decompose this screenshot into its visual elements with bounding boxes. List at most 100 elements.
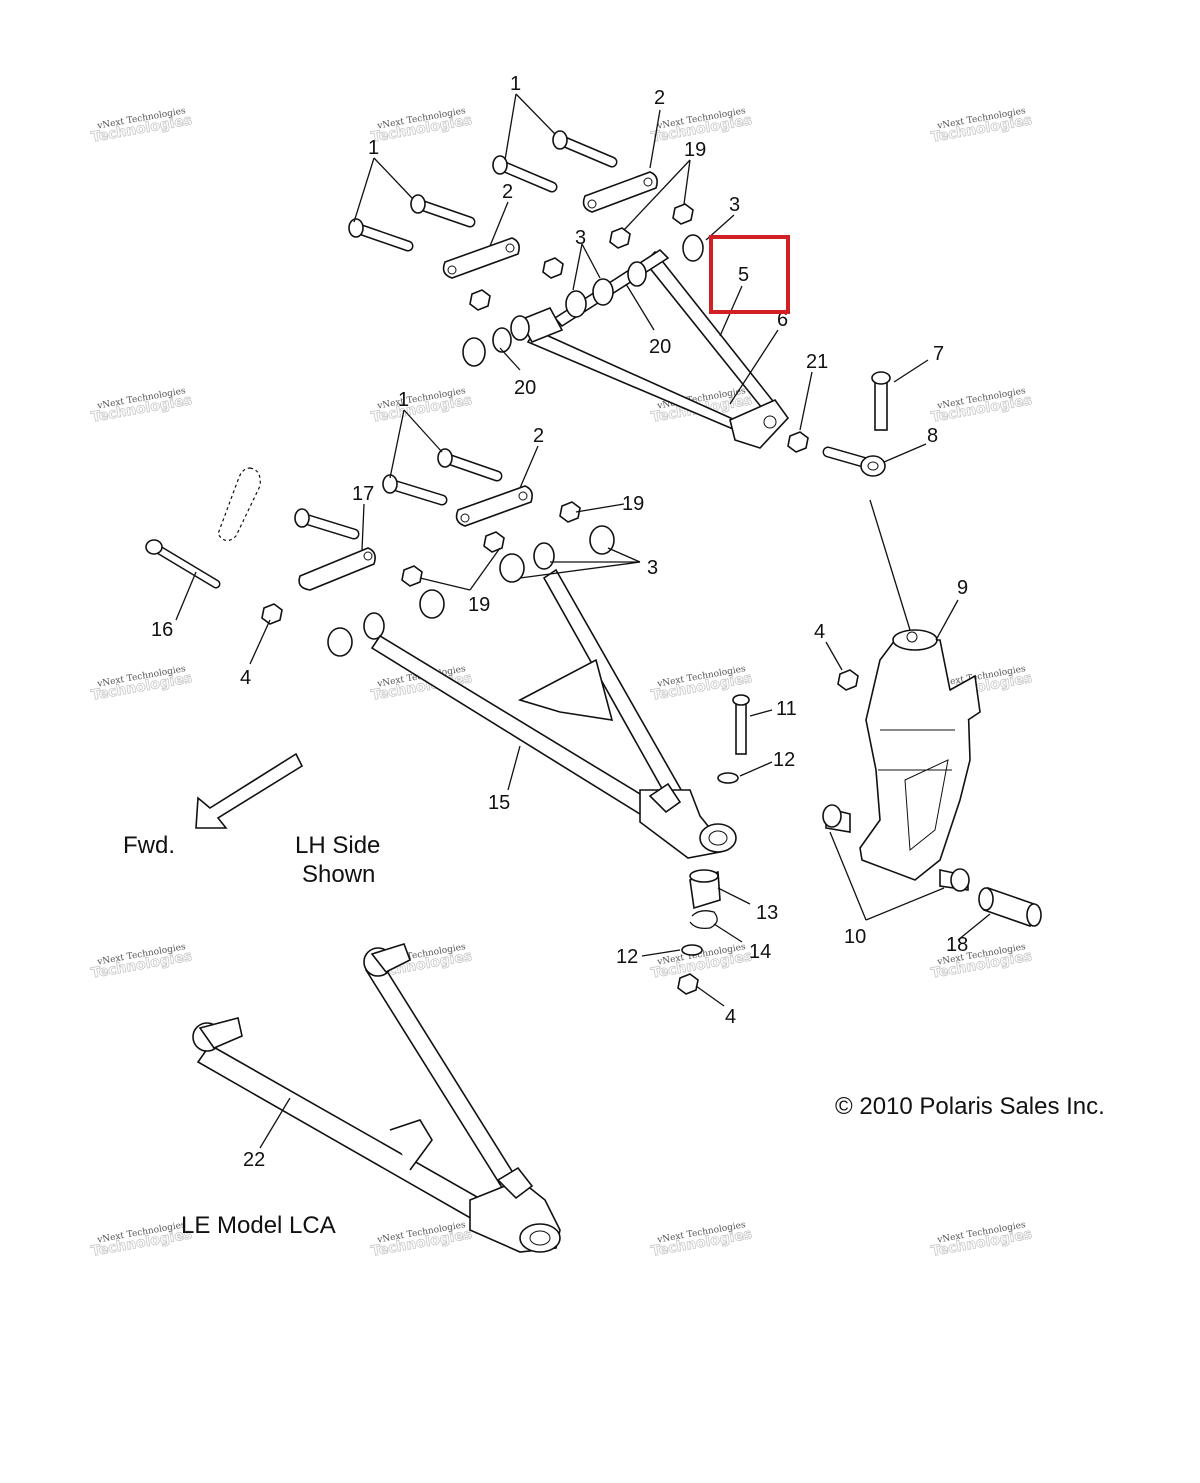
callout-8: 8 bbox=[927, 425, 938, 447]
callout-1c: 1 bbox=[398, 389, 409, 411]
upper-control-arm-group bbox=[348, 130, 809, 453]
bolt-part-1a bbox=[552, 130, 618, 168]
callout-4a: 4 bbox=[240, 667, 251, 689]
callout-1b: 1 bbox=[368, 137, 379, 159]
plate-part-2b bbox=[442, 237, 520, 279]
lower-arm-part-15 bbox=[370, 568, 737, 859]
bushing-set-part-3-upper bbox=[565, 234, 704, 318]
callout-4c: 4 bbox=[725, 1006, 736, 1028]
callout-20b: 20 bbox=[514, 377, 536, 399]
bolt-part-1f bbox=[382, 474, 448, 506]
callout-12a: 12 bbox=[773, 749, 795, 771]
highlight-part-5[interactable]: 5 bbox=[709, 235, 790, 314]
washer-part-12b bbox=[681, 944, 703, 956]
callout-1a: 1 bbox=[510, 73, 521, 95]
callout-2a: 2 bbox=[654, 87, 665, 109]
callout-16: 16 bbox=[151, 619, 173, 641]
nut-part-21 bbox=[787, 431, 809, 453]
callout-4b: 4 bbox=[814, 621, 825, 643]
nut-part-19c bbox=[542, 257, 564, 279]
callout-20a: 20 bbox=[649, 336, 671, 358]
side-note-line1: LH Side bbox=[295, 832, 380, 859]
copyright-text: © 2010 Polaris Sales Inc. bbox=[835, 1093, 1105, 1120]
side-note-line2: Shown bbox=[302, 861, 375, 888]
bolt-part-1b bbox=[492, 155, 558, 193]
washer-set-part-20 bbox=[462, 261, 647, 367]
bushing-part-10b bbox=[939, 868, 970, 892]
bolt-part-1c bbox=[410, 194, 476, 228]
callout-12b: 12 bbox=[616, 946, 638, 968]
callout-3c: 3 bbox=[647, 557, 658, 579]
highlight-box[interactable] bbox=[709, 235, 790, 314]
callout-labels: 1 1 1 2 2 2 3 3 3 4 4 4 6 7 8 9 10 11 12… bbox=[151, 73, 968, 1171]
forward-label: Fwd. bbox=[123, 832, 175, 859]
callout-22: 22 bbox=[243, 1149, 265, 1171]
rod-end-part-8 bbox=[822, 446, 886, 477]
bushing-set-part-3-lower bbox=[327, 525, 615, 657]
sleeve-part-18 bbox=[978, 886, 1042, 928]
bolt-part-7 bbox=[871, 371, 891, 431]
bolt-part-16 bbox=[145, 539, 221, 589]
callout-14: 14 bbox=[749, 941, 771, 963]
bolt-part-1d bbox=[348, 218, 414, 252]
le-model-lower-arm-part-22 bbox=[192, 943, 561, 1253]
callout-6: 6 bbox=[777, 309, 788, 331]
bushing-part-10a bbox=[822, 804, 851, 833]
lower-control-arm-group bbox=[145, 448, 737, 859]
ball-joint-part-13 bbox=[689, 869, 721, 910]
nut-part-4b bbox=[677, 973, 699, 995]
callout-9: 9 bbox=[957, 577, 968, 599]
ball-joint-group bbox=[677, 694, 750, 995]
nut-part-19f bbox=[483, 531, 505, 553]
bolt-part-1g bbox=[294, 508, 360, 540]
callout-2c: 2 bbox=[533, 425, 544, 447]
nut-part-19d bbox=[469, 289, 491, 311]
callout-13: 13 bbox=[756, 902, 778, 924]
forward-arrow bbox=[195, 752, 304, 829]
nut-part-4c bbox=[837, 669, 859, 691]
tie-rod-group bbox=[822, 371, 891, 477]
nut-part-4a bbox=[261, 603, 283, 625]
callout-2b: 2 bbox=[502, 181, 513, 203]
callout-11: 11 bbox=[776, 698, 797, 720]
callout-3a: 3 bbox=[729, 194, 740, 216]
bolt-part-11 bbox=[732, 694, 750, 755]
callout-19c: 19 bbox=[468, 594, 490, 616]
callout-10: 10 bbox=[844, 926, 866, 948]
callout-19a: 19 bbox=[684, 139, 706, 161]
callout-17: 17 bbox=[352, 483, 374, 505]
callout-19b: 19 bbox=[622, 493, 644, 515]
nut-part-19e bbox=[559, 501, 581, 523]
nut-part-19b bbox=[609, 227, 631, 249]
le-model-label: LE Model LCA bbox=[181, 1212, 336, 1239]
callout-21: 21 bbox=[806, 351, 828, 373]
callout-7: 7 bbox=[933, 343, 944, 365]
plate-part-2a bbox=[582, 171, 658, 213]
callout-18: 18 bbox=[946, 934, 968, 956]
bolt-part-1e bbox=[437, 448, 503, 482]
bracket-part-17 bbox=[298, 547, 376, 591]
dashed-link-outline bbox=[217, 467, 261, 542]
nut-part-19a bbox=[672, 203, 694, 225]
nut-part-19g bbox=[401, 565, 423, 587]
plate-part-2c bbox=[455, 485, 533, 527]
spindle-part-9 bbox=[822, 629, 1042, 928]
washer-part-12a bbox=[717, 772, 739, 784]
callout-5[interactable]: 5 bbox=[738, 264, 749, 286]
retaining-ring-part-14 bbox=[689, 910, 718, 930]
callout-3b: 3 bbox=[575, 227, 586, 249]
